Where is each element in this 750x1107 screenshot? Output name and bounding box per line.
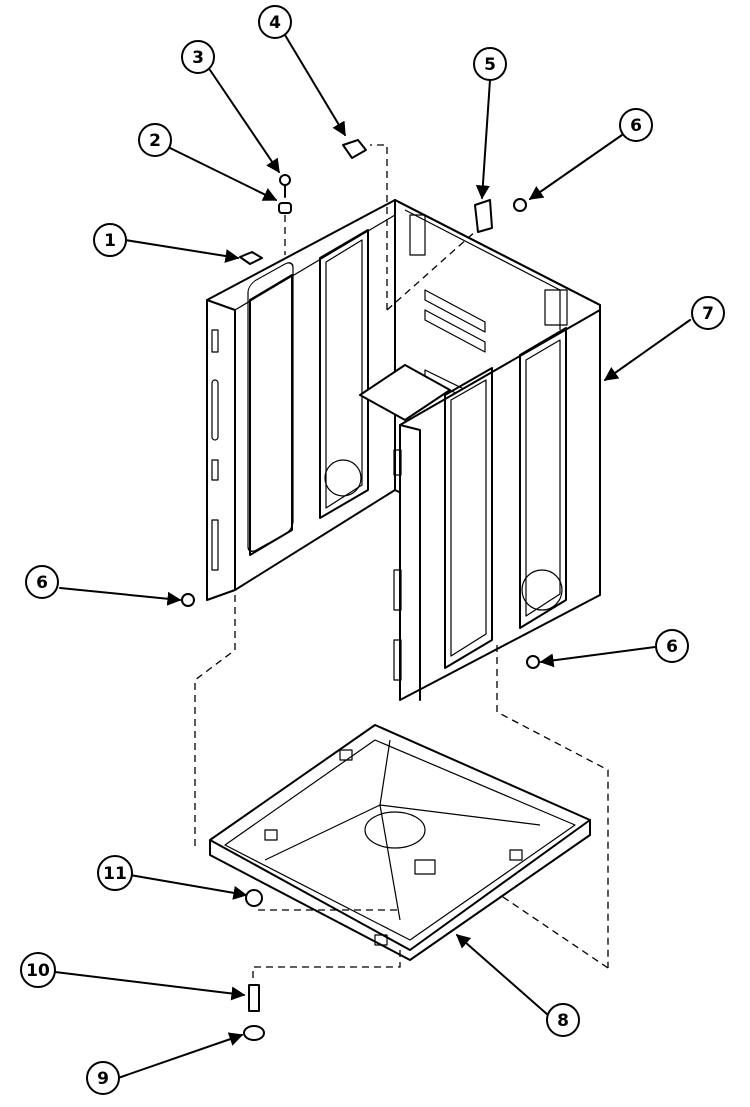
callout-4: 4 (258, 5, 292, 39)
part-11-foot-nut (245, 889, 263, 907)
cabinet-left-side-panel (206, 199, 396, 601)
callout-label: 6 (630, 116, 642, 136)
part-1-clip (239, 251, 263, 265)
assembly-guide-lines (194, 144, 609, 983)
callout-1: 1 (93, 223, 127, 257)
part-4-bracket (342, 139, 367, 159)
callout-8: 8 (546, 1003, 580, 1037)
callout-label: 3 (192, 48, 204, 68)
callout-7: 7 (691, 296, 725, 330)
callout-label: 6 (666, 637, 678, 657)
callout-label: 7 (702, 304, 714, 324)
cabinet-right-side-panel (393, 309, 601, 701)
callout-6-top: 6 (619, 108, 653, 142)
callout-6-right: 6 (655, 629, 689, 663)
part-2-washer (278, 202, 292, 214)
callout-6-left: 6 (25, 565, 59, 599)
callout-2: 2 (138, 123, 172, 157)
part-6-screw-right (526, 655, 540, 669)
callout-label: 4 (269, 13, 281, 33)
leader-lines (54, 34, 691, 1079)
callout-label: 8 (557, 1011, 569, 1031)
part-6-screw-left (181, 593, 195, 607)
callout-label: 5 (484, 55, 496, 75)
callout-label: 6 (36, 573, 48, 593)
callout-9: 9 (86, 1061, 120, 1095)
callout-3: 3 (181, 40, 215, 74)
callout-5: 5 (473, 47, 507, 81)
part-3-screw (279, 174, 291, 198)
callout-label: 10 (26, 961, 50, 981)
callout-label: 2 (149, 131, 161, 151)
part-9-locknut (243, 1025, 265, 1041)
part-6-screw-top (513, 198, 527, 212)
callout-label: 1 (104, 231, 116, 251)
callout-10: 10 (20, 952, 56, 988)
cabinet-base-frame (209, 724, 591, 961)
part-5-hinge-bracket (474, 199, 493, 233)
callout-11: 11 (97, 855, 133, 891)
callout-label: 9 (97, 1069, 109, 1089)
part-10-leveling-leg (248, 984, 260, 1012)
callout-label: 11 (103, 864, 127, 884)
